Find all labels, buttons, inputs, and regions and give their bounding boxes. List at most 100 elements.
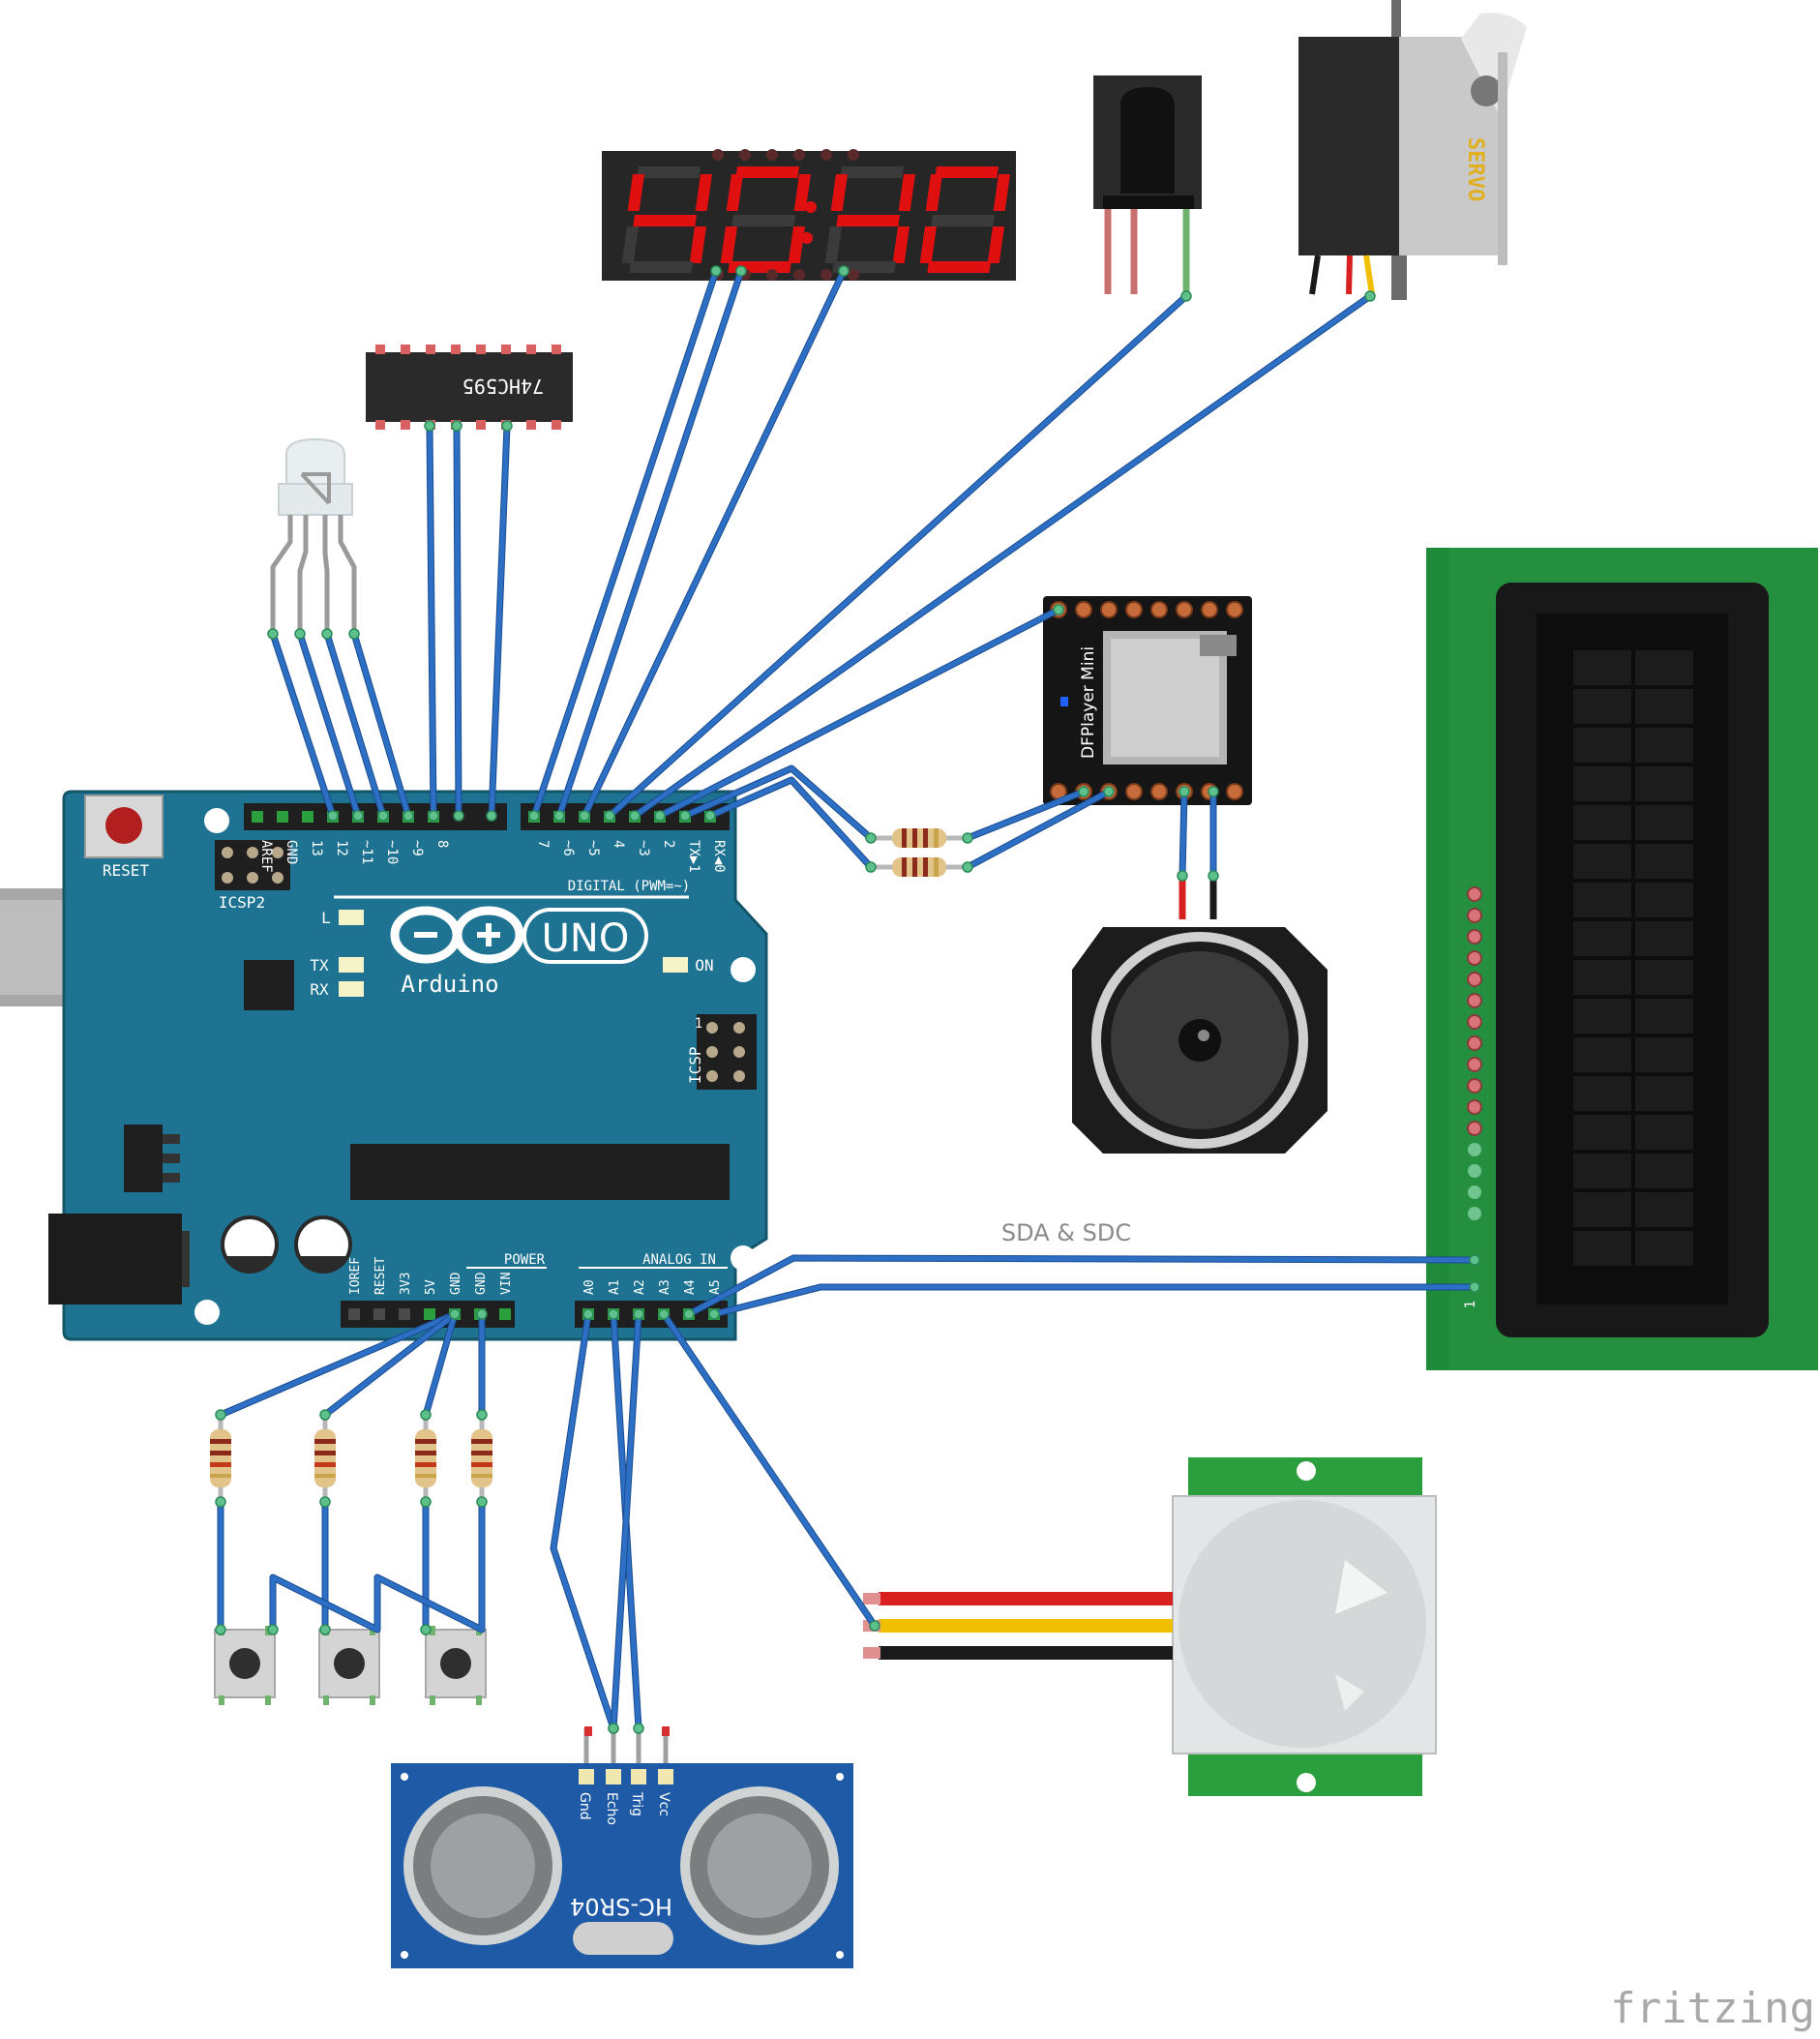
lcd-character-cell xyxy=(1573,1076,1631,1111)
seven-segment xyxy=(629,261,693,273)
ic-pin-top xyxy=(426,345,435,354)
wire xyxy=(489,423,510,819)
pushbutton-leg xyxy=(323,1695,329,1705)
capacitor-1 xyxy=(221,1215,279,1274)
lcd-character-cell xyxy=(1573,728,1631,763)
wire-endpoint xyxy=(962,861,973,873)
pushbutton-leg xyxy=(476,1695,482,1705)
seven-segment xyxy=(892,226,910,263)
wire xyxy=(551,1311,616,1731)
wire xyxy=(556,268,744,819)
resistor-band xyxy=(314,1474,336,1478)
lcd-pin1-label: 1 xyxy=(1463,1301,1478,1308)
ic-pin-top xyxy=(375,345,385,354)
lcd-character-cell xyxy=(1573,1115,1631,1150)
digital-pin-label: 2 xyxy=(661,840,676,848)
wire-endpoint xyxy=(319,1496,331,1508)
wire-endpoint xyxy=(629,810,641,822)
reset-button xyxy=(84,795,164,858)
lcd-pin xyxy=(1467,1078,1482,1094)
wire-endpoint xyxy=(403,810,414,822)
i2c-annotation: SDA & SDC xyxy=(1001,1219,1131,1246)
lcd-character-cell xyxy=(1573,1192,1631,1227)
wire-endpoint xyxy=(679,810,691,822)
capacitor-2 xyxy=(294,1215,352,1274)
uno-label: UNO xyxy=(542,916,630,961)
power-pin-label: GND xyxy=(474,1272,489,1295)
ic-pin-top xyxy=(451,345,461,354)
seven-segment xyxy=(830,174,848,211)
lcd-display: 1 xyxy=(1426,548,1818,1370)
digital-pin-label: 8 xyxy=(434,840,450,848)
seven-segment xyxy=(731,215,796,226)
wire-endpoint xyxy=(604,810,615,822)
analog-pin-label: A3 xyxy=(658,1279,672,1295)
wire-endpoint xyxy=(352,810,364,822)
seven-segment-display xyxy=(602,149,1016,281)
wire-endpoint xyxy=(501,420,513,432)
wire xyxy=(711,1284,1477,1317)
lcd-character-cell xyxy=(1573,921,1631,956)
pushbutton-body xyxy=(318,1629,380,1698)
wire xyxy=(965,789,1087,841)
lcd-pin xyxy=(1467,1121,1482,1136)
lcd-character-cell xyxy=(1635,921,1693,956)
resistor-band xyxy=(415,1462,436,1467)
led-tx xyxy=(339,957,364,973)
resistor-body xyxy=(314,1429,336,1487)
wire-endpoint xyxy=(1469,1281,1480,1293)
lcd-pin xyxy=(1467,929,1482,945)
seven-segment xyxy=(788,226,805,263)
seven-segment xyxy=(735,166,799,178)
lcd-pin xyxy=(1467,972,1482,987)
icsp-header xyxy=(697,1014,757,1090)
wire xyxy=(270,631,336,819)
lcd-character-cell xyxy=(1635,650,1693,685)
wire-endpoint xyxy=(1078,786,1089,797)
wire-endpoint xyxy=(424,420,435,432)
wire-endpoint xyxy=(428,810,439,822)
wire-endpoint xyxy=(267,1624,279,1635)
ic-pin-top xyxy=(526,345,536,354)
seven-segment xyxy=(919,226,937,263)
lcd-character-cell xyxy=(1573,1231,1631,1266)
wire xyxy=(582,268,847,819)
analog-pin-label: A5 xyxy=(708,1279,723,1295)
wire xyxy=(686,1255,1477,1317)
digital-pin-label: ~10 xyxy=(384,840,400,864)
digital-pin-label: RX◀0 xyxy=(711,840,727,873)
wire-endpoint xyxy=(658,1308,670,1320)
led-on-label: ON xyxy=(695,956,713,975)
resistor-band xyxy=(471,1451,492,1455)
wire-endpoint xyxy=(704,810,716,822)
lcd-character-cell xyxy=(1635,1037,1693,1072)
arduino-brand-label: Arduino xyxy=(401,971,498,998)
resistor-body xyxy=(210,1429,231,1487)
wire-endpoint xyxy=(528,810,540,822)
wire xyxy=(632,293,1373,819)
resistor-band xyxy=(210,1462,231,1467)
seven-segment xyxy=(633,215,698,226)
resistor-band xyxy=(471,1462,492,1467)
display-pin-top xyxy=(848,149,859,161)
wire xyxy=(531,268,719,819)
seven-segment xyxy=(720,226,737,263)
wire-endpoint xyxy=(267,628,279,640)
lcd-character-cell xyxy=(1573,766,1631,801)
voltage-regulator xyxy=(124,1124,180,1192)
digital-pin-label: TX▶1 xyxy=(686,840,701,873)
wire-endpoint xyxy=(582,1308,594,1320)
colon-dot xyxy=(801,232,813,244)
wire-endpoint xyxy=(608,1723,619,1734)
pushbutton-leg xyxy=(265,1695,271,1705)
power-pin-label: IOREF xyxy=(348,1257,363,1295)
wire-endpoint xyxy=(476,1496,488,1508)
seven-segment xyxy=(637,166,701,178)
icsp-pin1-label: 1 xyxy=(695,1016,702,1032)
lcd-character-cell xyxy=(1635,689,1693,724)
digital-pin-label: 7 xyxy=(535,840,551,848)
ir-receiver xyxy=(1093,75,1202,294)
display-pin-top xyxy=(766,149,778,161)
